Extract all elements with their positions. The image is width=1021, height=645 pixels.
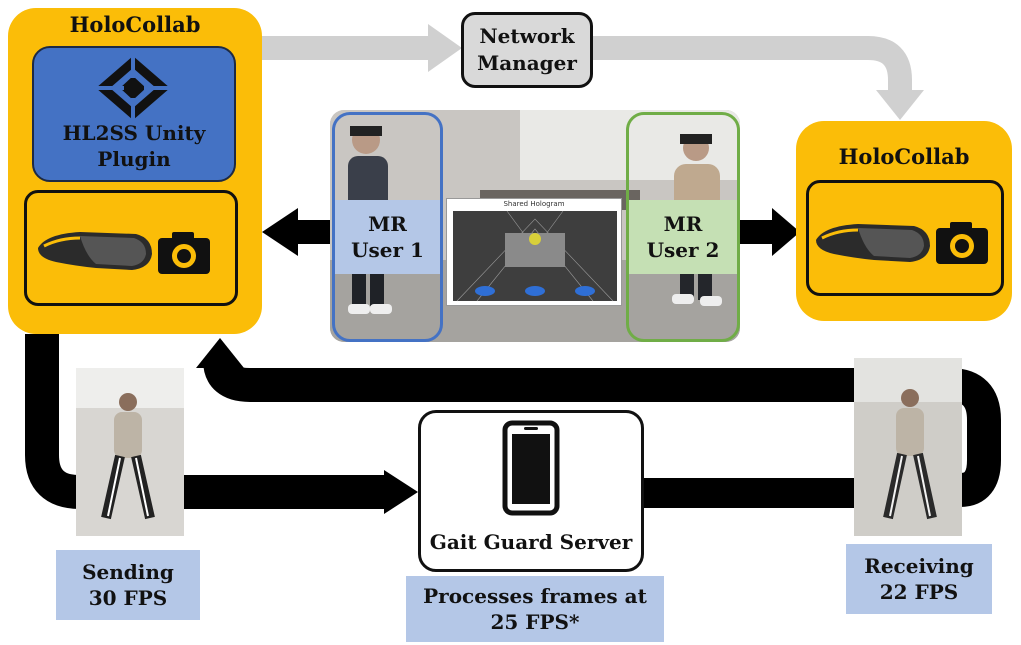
arrow-to-left-head [262,208,298,256]
camera-icon [158,232,210,274]
holocollab-left-title: HoloCollab [69,12,201,37]
network-manager-box: Network Manager [461,12,593,88]
sending-frame-photo [76,368,184,536]
arrow-to-right-shaft [740,220,774,244]
left-devices-box [24,190,238,306]
arrow-to-left-shaft [296,220,332,244]
arrow-head-network-out [876,90,924,120]
user-1-frame [332,112,443,342]
shared-hologram-inset: Shared Hologram [446,198,622,306]
receiving-label: Receiving 22 FPS [846,544,992,614]
arrow-return-head [196,338,244,368]
headset-icon [816,224,930,262]
gait-guard-server-label: Gait Guard Server [429,530,633,554]
headset-icon [38,232,152,270]
processing-rate-label: Processes frames at 25 FPS* [406,576,664,642]
camera-icon [936,222,988,264]
arrow-head-network-in [428,24,462,72]
shared-hologram-caption: Shared Hologram [503,200,565,208]
arrow-to-right-head [772,208,800,256]
right-devices-box [806,180,1004,296]
arrow-to-server-head [384,470,418,514]
smartphone-icon [502,420,560,516]
unity-logo-icon [96,56,170,120]
sending-label: Sending 30 FPS [56,550,200,620]
hl2ss-plugin-label: HL2SS Unity Plugin [62,121,206,171]
arrow-return-path [203,358,1001,507]
user-2-label: MR User 2 [629,200,737,274]
arrow-server-out [644,478,856,508]
user-2-frame [626,112,740,342]
user-1-label: MR User 1 [335,200,440,274]
network-manager-label: Network Manager [477,24,577,75]
receiving-frame-photo [854,358,962,536]
holocollab-right-title: HoloCollab [838,144,970,169]
arrow-from-network-manager [593,36,912,92]
holocollab-right-panel [796,121,1012,321]
